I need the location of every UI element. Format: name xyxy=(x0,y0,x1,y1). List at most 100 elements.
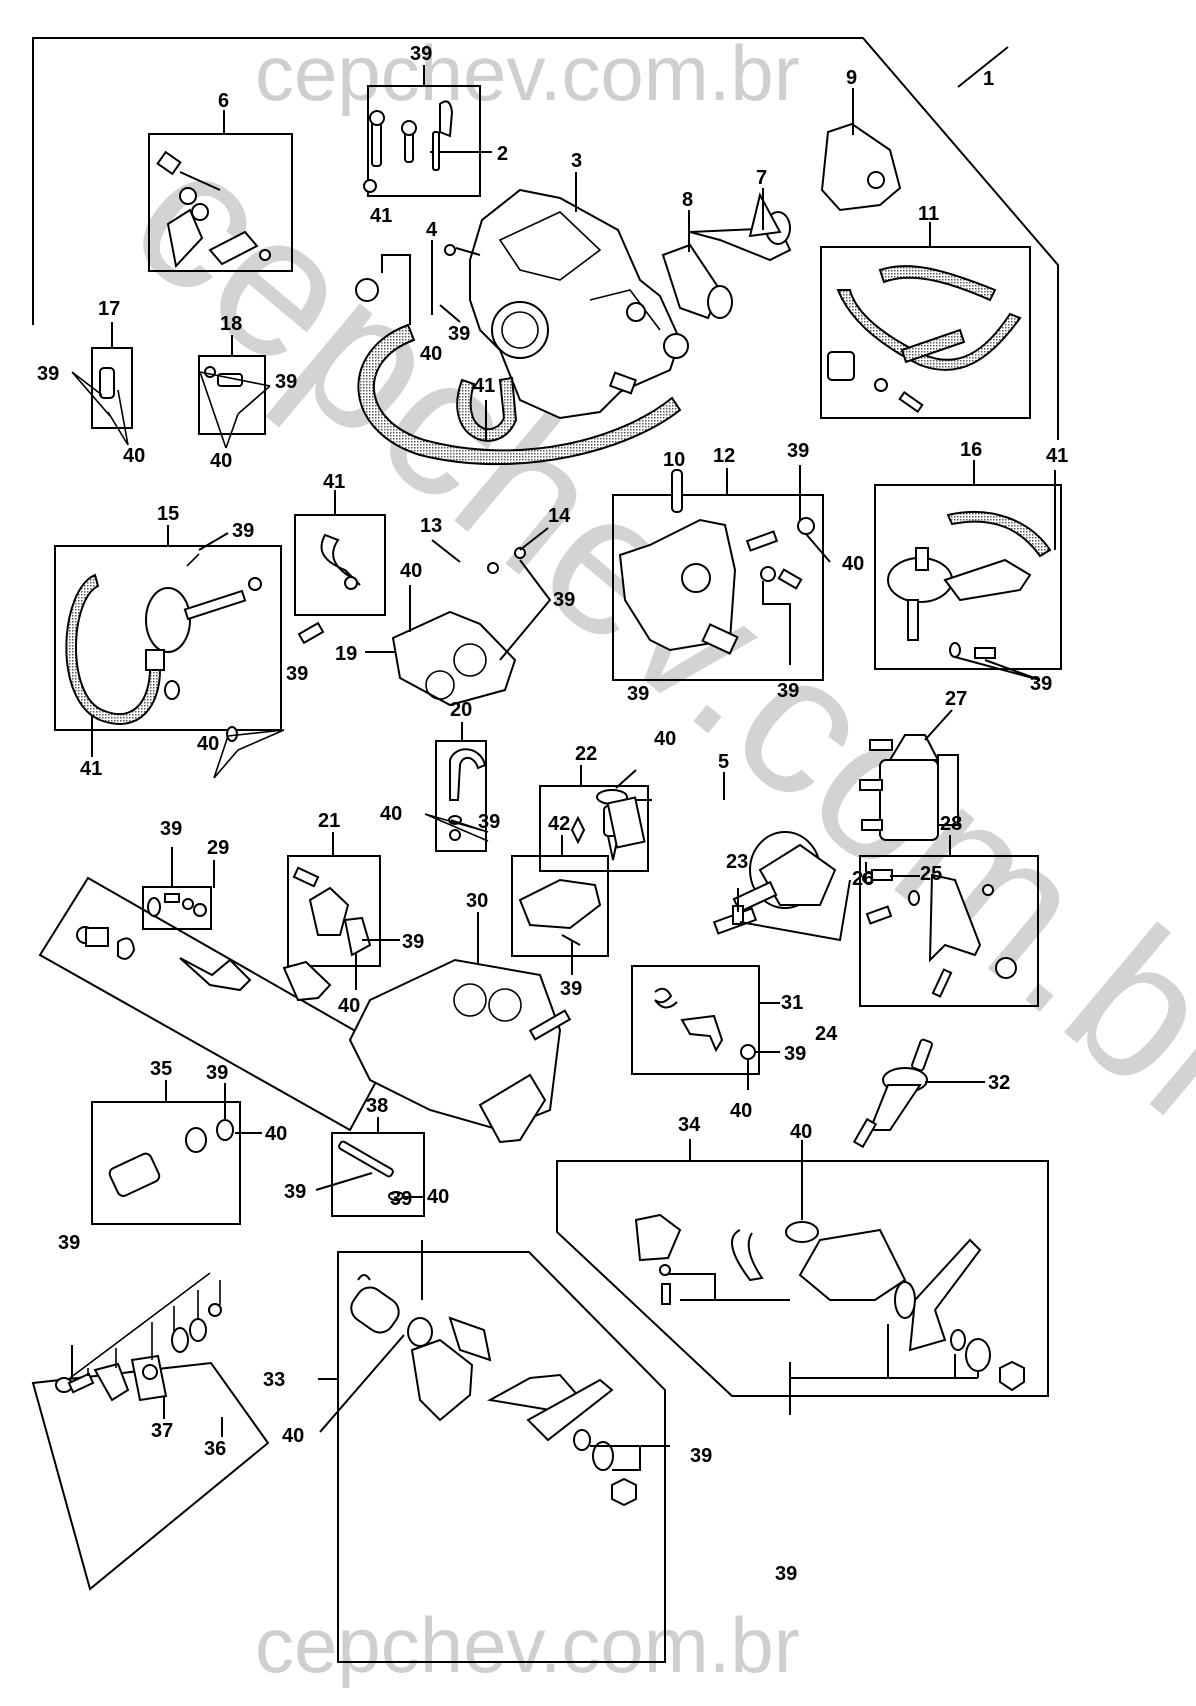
callout-39: 39 xyxy=(275,371,297,393)
callout-31: 31 xyxy=(781,992,803,1014)
enrichment-valve-21 xyxy=(292,866,372,957)
callout-5: 5 xyxy=(718,751,729,773)
label-part-5 xyxy=(606,796,646,849)
callout-39: 39 xyxy=(402,931,424,953)
callout-40: 40 xyxy=(400,560,422,582)
lever-parts-7-8 xyxy=(661,192,792,320)
callout-40: 40 xyxy=(842,553,864,575)
callout-38: 38 xyxy=(366,1095,388,1117)
callout-32: 32 xyxy=(988,1072,1010,1094)
screws-part-2 xyxy=(363,100,454,193)
callout-10: 10 xyxy=(663,449,685,471)
box-solenoid-kit-35 xyxy=(91,1101,241,1225)
callout-40: 40 xyxy=(790,1121,812,1143)
box-throttle-lever-33 xyxy=(337,1251,666,1663)
callout-labels: 1 2 3 4 5 6 7 8 9 10 11 12 13 14 15 16 1… xyxy=(37,43,1068,1585)
callout-37: 37 xyxy=(151,1420,173,1442)
callout-39: 39 xyxy=(478,811,500,833)
throttle-lever-33 xyxy=(350,1274,637,1507)
callout-11: 11 xyxy=(918,203,939,225)
callout-39: 39 xyxy=(206,1062,228,1084)
box-throttle-kit-12 xyxy=(612,494,824,681)
callout-36: 36 xyxy=(204,1438,226,1460)
callout-14: 14 xyxy=(548,505,571,527)
callout-17: 17 xyxy=(98,298,120,320)
callout-29: 29 xyxy=(207,837,229,859)
box-fitting-kit xyxy=(148,133,293,272)
callout-41: 41 xyxy=(1046,445,1068,467)
callout-40: 40 xyxy=(210,450,232,472)
pulldown-16 xyxy=(887,511,1052,659)
callout-2: 2 xyxy=(497,143,508,165)
callout-41: 41 xyxy=(473,375,495,397)
callout-40: 40 xyxy=(123,445,145,467)
assembly-outline-1 xyxy=(32,37,1059,440)
box-needle-valve-22 xyxy=(539,785,649,872)
callout-39: 39 xyxy=(284,1181,306,1203)
bracket-28 xyxy=(865,873,1017,998)
solenoid-kit-35 xyxy=(108,1119,234,1197)
callout-34: 34 xyxy=(678,1114,701,1136)
callout-41: 41 xyxy=(80,758,102,780)
hose-41-large xyxy=(357,323,682,466)
callout-39: 39 xyxy=(37,363,59,385)
callout-40: 40 xyxy=(730,1100,752,1122)
callout-15: 15 xyxy=(157,503,179,525)
callout-21: 21 xyxy=(318,810,340,832)
box-sub-kit-29 xyxy=(142,886,212,930)
cutoff-valve-27 xyxy=(859,734,959,841)
callout-40: 40 xyxy=(338,995,360,1017)
callout-39: 39 xyxy=(448,323,470,345)
callout-33: 33 xyxy=(263,1369,285,1391)
callout-28: 28 xyxy=(940,813,962,835)
box-hose-kit xyxy=(820,246,1031,419)
callout-39: 39 xyxy=(553,589,575,611)
fitting-part-6 xyxy=(156,150,271,269)
hose-clamp-41 xyxy=(355,278,379,302)
pump-kit-36 xyxy=(55,1303,222,1402)
callout-41: 41 xyxy=(370,205,392,227)
callout-39: 39 xyxy=(286,663,308,685)
diaphragm-15 xyxy=(65,553,285,779)
adjusting-screw-38 xyxy=(338,1140,404,1201)
callout-19: 19 xyxy=(335,643,357,665)
callout-6: 6 xyxy=(218,90,229,112)
cover-42 xyxy=(518,878,602,946)
callout-39: 39 xyxy=(627,683,649,705)
tube-20 xyxy=(424,748,489,842)
callout-30: 30 xyxy=(466,890,488,912)
jet-kit-18 xyxy=(199,366,271,449)
callout-41: 41 xyxy=(323,471,345,493)
callout-22: 22 xyxy=(575,743,597,765)
box-lever-kit-29 xyxy=(38,876,394,1132)
callout-40: 40 xyxy=(427,1186,449,1208)
switch-9 xyxy=(820,122,902,212)
callout-39: 39 xyxy=(784,1043,806,1065)
callout-39: 39 xyxy=(560,978,582,1000)
box-pulldown-kit-16 xyxy=(874,484,1062,670)
callout-1: 1 xyxy=(983,68,994,90)
callout-3: 3 xyxy=(571,150,582,172)
box-spring-lever-31 xyxy=(631,965,760,1075)
callout-16: 16 xyxy=(960,439,982,461)
callout-39: 39 xyxy=(58,1232,80,1254)
box-clamp-kit-41 xyxy=(294,514,386,616)
callout-40: 40 xyxy=(197,733,219,755)
callout-35: 35 xyxy=(150,1058,172,1080)
throttle-position-12 xyxy=(618,469,815,655)
callout-40: 40 xyxy=(282,1425,304,1447)
callout-42: 42 xyxy=(548,813,570,835)
jet-kit-17 xyxy=(71,367,129,446)
callout-26: 26 xyxy=(852,868,874,890)
callout-39: 39 xyxy=(390,1188,412,1210)
lever-kit-29 xyxy=(76,893,332,1002)
callout-40: 40 xyxy=(654,728,676,750)
callout-39: 39 xyxy=(690,1445,712,1467)
callout-39: 39 xyxy=(160,818,182,840)
gasket-19 xyxy=(391,547,526,707)
callout-39: 39 xyxy=(1030,673,1052,695)
watermark-bottom: cepchev.com.br xyxy=(255,1601,800,1689)
callout-9: 9 xyxy=(846,67,857,89)
box-cover-42 xyxy=(511,855,609,957)
